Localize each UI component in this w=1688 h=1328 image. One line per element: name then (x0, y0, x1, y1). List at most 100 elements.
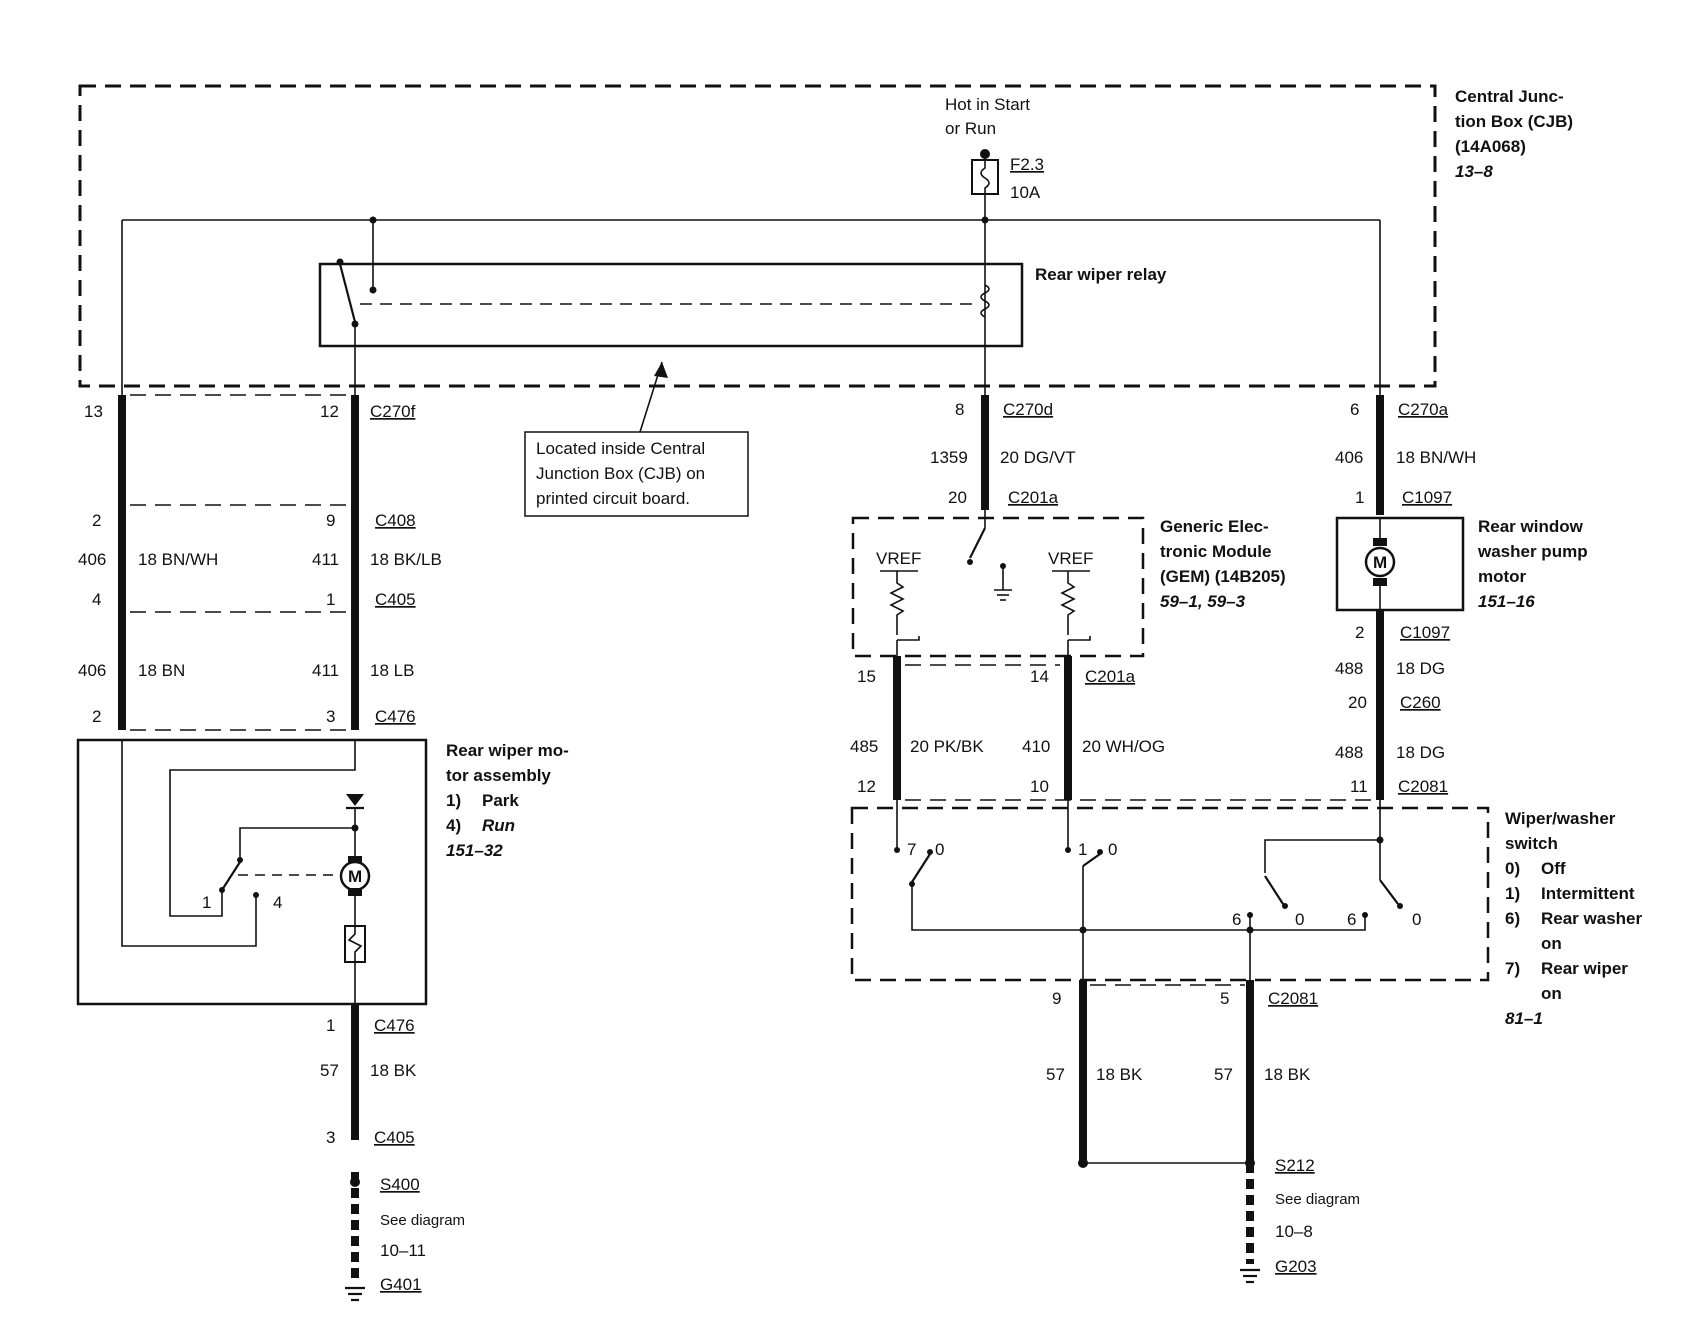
junction-dot (1376, 836, 1384, 844)
switch-common-bus (911, 884, 1250, 931)
color-485: 20 PK/BK (910, 737, 984, 756)
c408-pin-a: 2 (92, 511, 101, 530)
switch-contact (219, 887, 225, 893)
color-406b: 18 BN (138, 661, 185, 680)
c2081c-pin-a: 9 (1052, 989, 1061, 1008)
conn-c201a1: C201a (1008, 488, 1059, 507)
motor-opt4-num: 4) (446, 816, 461, 835)
circuit-406-right: 406 (1335, 448, 1363, 467)
circuit-406: 406 (78, 550, 106, 569)
color-406: 18 BN/WH (138, 550, 218, 569)
vref-2: VREF (1048, 549, 1093, 568)
motor-wire-run (121, 740, 257, 947)
motor-sw-4: 4 (273, 893, 282, 912)
switch-label-2: switch (1505, 834, 1558, 853)
wiper-motor-box (76, 738, 428, 1006)
splice-dot (350, 1177, 360, 1187)
circuit-485: 485 (850, 737, 878, 756)
motor-brush (1373, 538, 1387, 546)
c408-pin-b: 9 (326, 511, 335, 530)
switch-opt6-a: Rear washer (1541, 909, 1642, 928)
motor-label-2: tor assembly (446, 766, 551, 785)
c476b-pin: 1 (326, 1016, 335, 1035)
switch-opt0: Off (1541, 859, 1566, 878)
switch-opt6-b: on (1541, 934, 1562, 953)
color-411b: 18 LB (370, 661, 414, 680)
fuse-id: F2.3 (1010, 155, 1044, 174)
circuit-410: 410 (1022, 737, 1050, 756)
ground-g203: G203 (1275, 1257, 1317, 1276)
switch-contact (894, 847, 900, 853)
relay-box (318, 262, 1024, 348)
gem-ref: 59–1, 59–3 (1160, 592, 1246, 611)
gem-label-2: tronic Module (1160, 542, 1271, 561)
switch-blade-485 (911, 853, 931, 883)
switch-contact (927, 849, 933, 855)
note-3: printed circuit board. (536, 489, 690, 508)
pos-7: 7 (907, 840, 916, 859)
pump-label-1: Rear window (1478, 517, 1584, 536)
pos-6a: 6 (1232, 910, 1241, 929)
washer-blade-1 (1264, 875, 1284, 905)
c201a1-pin: 20 (948, 488, 967, 507)
switch-opt7-a: Rear wiper (1541, 959, 1628, 978)
gem-ground-icon (994, 589, 1012, 601)
conn-c270f: C270f (370, 402, 416, 421)
c476-pin-a: 2 (92, 707, 101, 726)
pos-1: 1 (1078, 840, 1087, 859)
conn-c405b: C405 (374, 1128, 415, 1147)
sense-line (1068, 636, 1091, 641)
motor-opt4: Run (482, 816, 515, 835)
motor-opt1: Park (482, 791, 519, 810)
cjb-boundary (78, 84, 1437, 388)
c476-pin-b: 3 (326, 707, 335, 726)
color-57-mid: 18 BK (1096, 1065, 1143, 1084)
conn-c270a: C270a (1398, 400, 1449, 419)
splice-s400: S400 (380, 1175, 420, 1194)
c405-pin-b: 1 (326, 590, 335, 609)
junction-dot (1246, 926, 1254, 934)
circuit-57-left: 57 (320, 1061, 339, 1080)
park-switch (221, 861, 241, 891)
c405b-pin: 3 (326, 1128, 335, 1147)
switch-ref: 81–1 (1505, 1009, 1543, 1028)
s212-see: See diagram (1275, 1191, 1360, 1208)
switch-contact (967, 559, 973, 565)
color-411: 18 BK/LB (370, 550, 442, 569)
motor-sw-1: 1 (202, 893, 211, 912)
conn-c1097a: C1097 (1402, 488, 1452, 507)
motor-wire-park (169, 740, 356, 917)
switch-wire (1250, 915, 1366, 931)
pos-0b: 0 (1108, 840, 1117, 859)
color-57-left: 18 BK (370, 1061, 417, 1080)
switch-opt1: Intermittent (1541, 884, 1635, 903)
vref-1: VREF (876, 549, 921, 568)
color-57-right: 18 BK (1264, 1065, 1311, 1084)
ground-icon (345, 1286, 365, 1302)
switch-opt1-num: 1) (1505, 884, 1520, 903)
pullup-resistor-2 (1060, 571, 1076, 635)
washer-pump-box (1335, 516, 1465, 612)
wiper-washer-switch-box (850, 806, 1490, 982)
conn-c408: C408 (375, 511, 416, 530)
ground-icon (1240, 1268, 1260, 1284)
conn-c405: C405 (375, 590, 416, 609)
color-410: 20 WH/OG (1082, 737, 1165, 756)
pos-0d: 0 (1412, 910, 1421, 929)
switch-opt0-num: 0) (1505, 859, 1520, 878)
switch-contact (253, 892, 259, 898)
washer-pump-icon (1364, 546, 1396, 578)
s400-see: See diagram (380, 1212, 465, 1229)
gem-label-1: Generic Elec- (1160, 517, 1269, 536)
switch-contact (1397, 903, 1403, 909)
circuit-488b: 488 (1335, 743, 1363, 762)
switch-wire (1264, 839, 1380, 873)
pump-ref: 151–16 (1478, 592, 1535, 611)
c260-pin: 20 (1348, 693, 1367, 712)
motor-brush (348, 856, 362, 864)
relay-switch (338, 263, 357, 323)
callout-box (524, 431, 749, 517)
circuit-411: 411 (312, 550, 339, 569)
note-2: Junction Box (CJB) on (536, 464, 705, 483)
pump-label-3: motor (1478, 567, 1527, 586)
